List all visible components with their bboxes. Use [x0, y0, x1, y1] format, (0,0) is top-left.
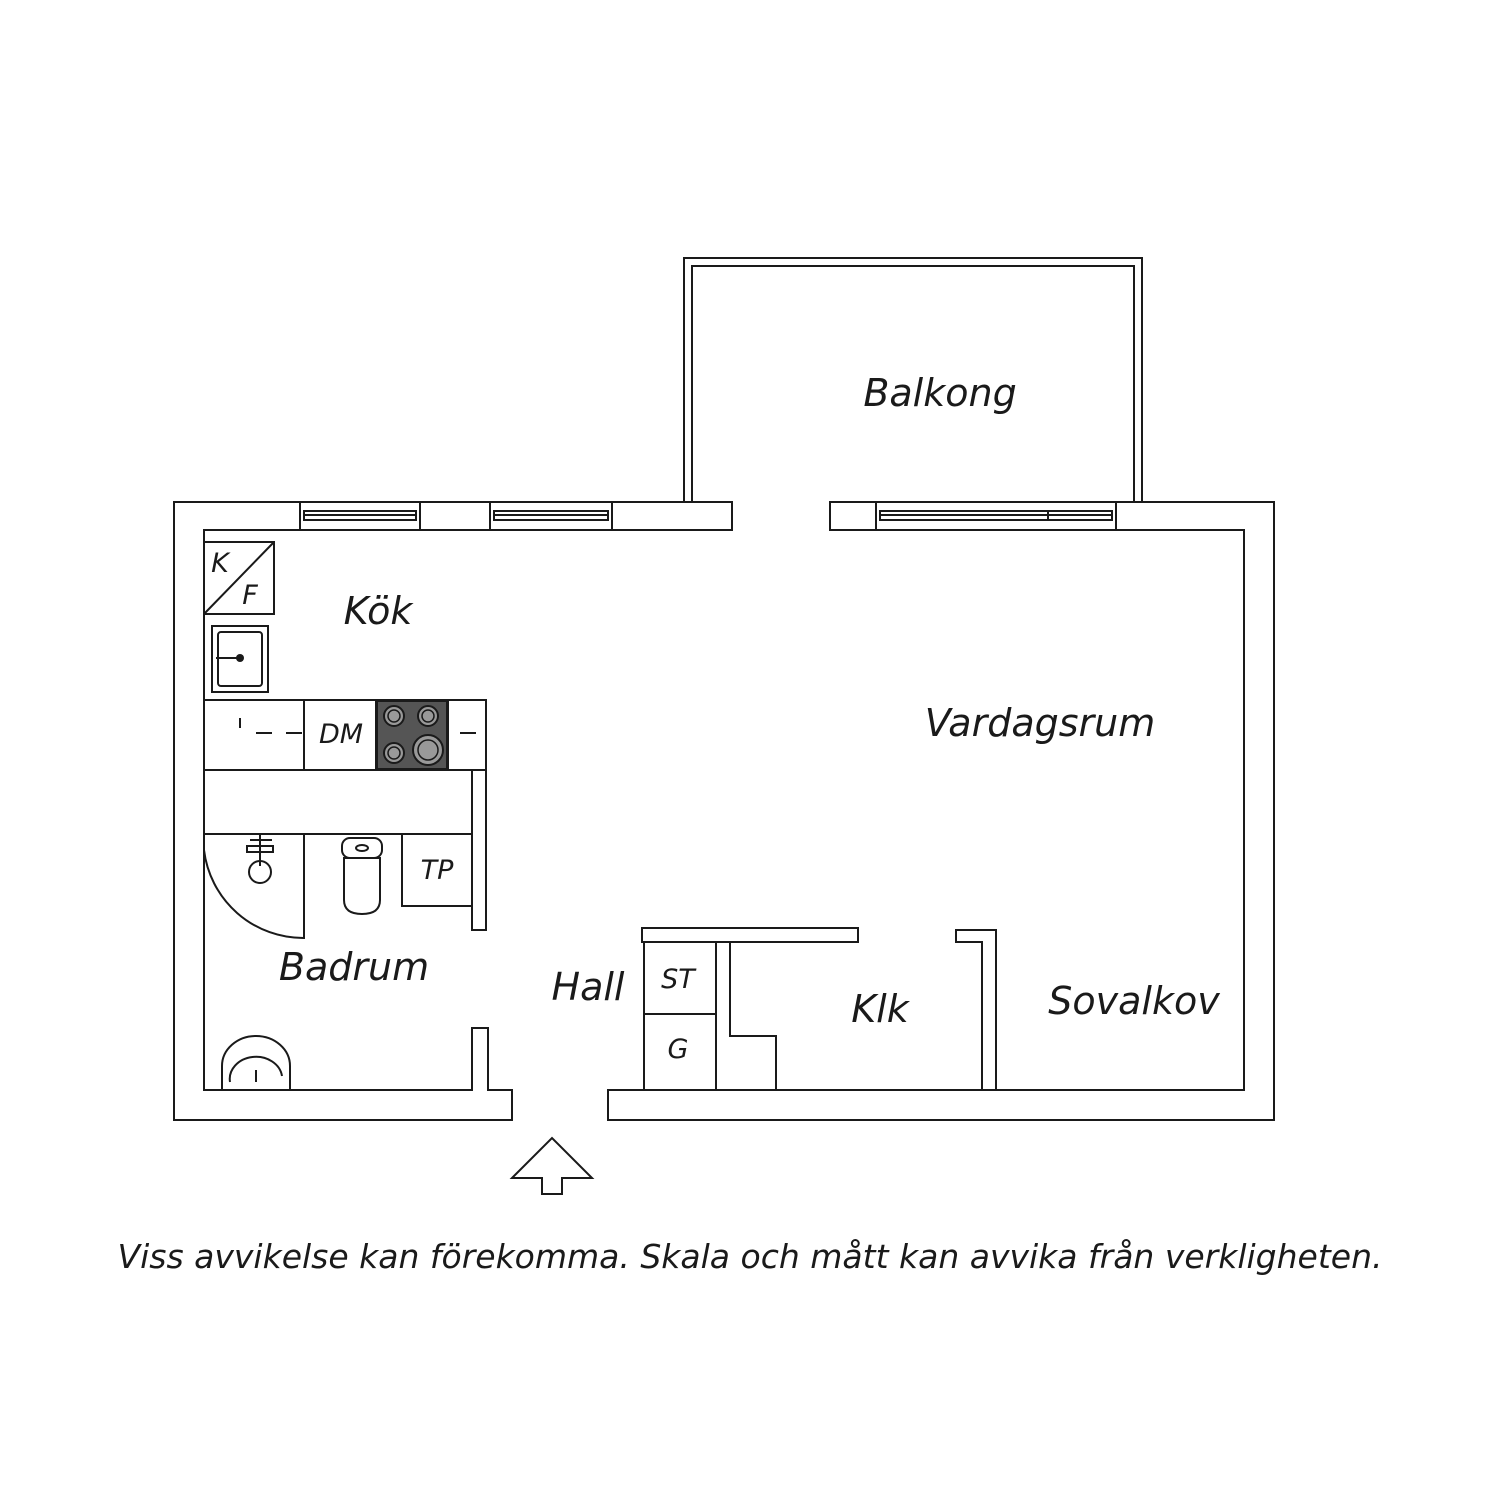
fixture-label-st: ST [661, 964, 697, 995]
wash-basin-icon [221, 1035, 291, 1090]
windows [299, 501, 1117, 531]
hall-closets [641, 927, 859, 1091]
room-label-balkong: Balkong [863, 371, 1016, 415]
toilet-icon [341, 837, 383, 916]
room-label-vardagsrum: Vardagsrum [925, 701, 1156, 745]
shower-icon [203, 834, 305, 940]
fixture-label-dm: DM [319, 719, 363, 750]
fixture-label-g: G [668, 1034, 689, 1065]
fixture-label-tp: TP [421, 855, 454, 886]
kitchen-sink-icon [211, 625, 269, 693]
balcony [683, 257, 1143, 502]
room-label-klk: Klk [851, 987, 910, 1031]
window-kitchen-2 [489, 501, 613, 531]
bathroom [203, 769, 487, 1090]
room-label-badrum: Badrum [279, 945, 429, 989]
stove-icon [376, 700, 448, 770]
walk-in-closet [729, 929, 997, 1091]
exterior-walls [173, 501, 1275, 1121]
fixture-label-f: F [242, 580, 258, 611]
fridge-freezer [203, 541, 275, 615]
room-label-sovalkov: Sovalkov [1048, 979, 1220, 1023]
kitchen [203, 541, 487, 771]
window-living-room [875, 501, 1117, 531]
entrance-arrow-icon [509, 1136, 595, 1195]
fixture-label-k: K [211, 548, 231, 579]
room-label-hall: Hall [552, 965, 625, 1009]
dryer [401, 833, 473, 907]
window-kitchen-1 [299, 501, 421, 531]
room-label-kok: Kök [344, 589, 415, 633]
disclaimer-note: Viss avvikelse kan förekomma. Skala och … [118, 1237, 1383, 1276]
